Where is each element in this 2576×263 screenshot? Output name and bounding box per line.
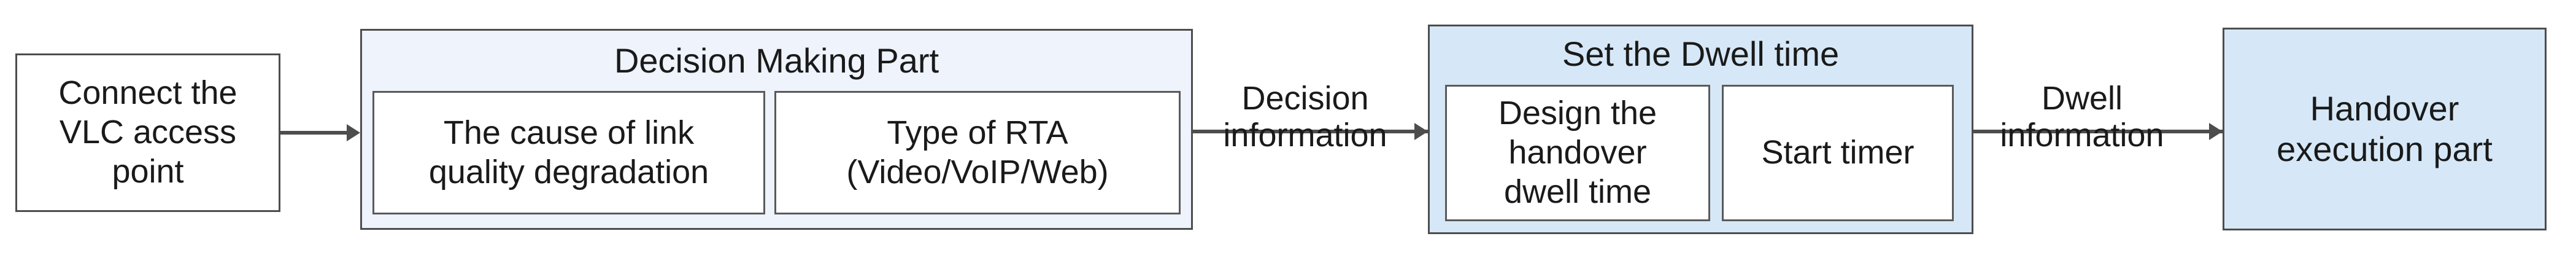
arrowhead-dwell-to-handover-icon: [2209, 123, 2223, 140]
edge-label-decision-information: Decision information: [1223, 80, 1387, 154]
node-design-the-handover-dwell-time[interactable]: Design the handover dwell time: [1445, 85, 1710, 221]
node-start-timer[interactable]: Start timer: [1722, 85, 1954, 221]
node-type-of-rta[interactable]: Type of RTA (Video/VoIP/Web): [774, 91, 1181, 214]
arrowhead-connect-to-decision-icon: [347, 124, 360, 141]
connector-decision-to-dwell: [1193, 130, 1429, 133]
connector-connect-to-decision: [280, 131, 348, 135]
node-connect-vlc-access-point[interactable]: Connect the VLC access point: [15, 53, 280, 212]
connector-dwell-to-handover: [1973, 130, 2223, 133]
arrowhead-decision-to-dwell-icon: [1414, 123, 1428, 140]
group-set-the-dwell-time-title: Set the Dwell time: [1562, 34, 1840, 73]
edge-label-dwell-information: Dwell information: [2000, 80, 2164, 154]
node-handover-execution-part[interactable]: Handover execution part: [2223, 28, 2547, 230]
node-cause-of-link-quality-degradation[interactable]: The cause of link quality degradation: [372, 91, 765, 214]
group-decision-making-part-title: Decision Making Part: [614, 41, 939, 80]
